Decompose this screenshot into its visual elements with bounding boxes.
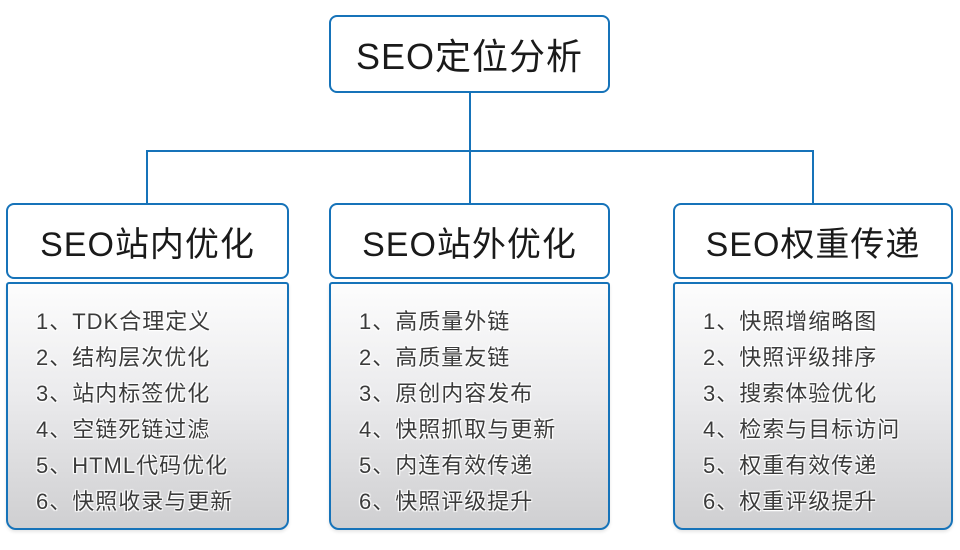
branch-item-list: 1、高质量外链 2、高质量友链 3、原创内容发布 4、快照抓取与更新 5、内连有… — [329, 282, 610, 530]
branch-header: SEO站内优化 — [6, 203, 289, 279]
connector-root-vertical — [469, 92, 471, 152]
branch-title: SEO站外优化 — [362, 225, 577, 264]
branch-header: SEO权重传递 — [673, 203, 953, 279]
list-item: 6、快照收录与更新 — [36, 489, 234, 514]
list-item: 3、站内标签优化 — [36, 381, 211, 406]
branch-offsite-optimization: SEO站外优化 1、高质量外链 2、高质量友链 3、原创内容发布 4、快照抓取与… — [329, 203, 610, 530]
list-item: 4、检索与目标访问 — [703, 417, 901, 442]
connector-left-drop — [146, 150, 148, 205]
list-item: 4、快照抓取与更新 — [359, 417, 557, 442]
connector-right-drop — [812, 150, 814, 205]
list-item: 4、空链死链过滤 — [36, 417, 211, 442]
list-item: 3、搜索体验优化 — [703, 381, 878, 406]
branch-header: SEO站外优化 — [329, 203, 610, 279]
branch-title: SEO站内优化 — [40, 225, 255, 264]
connector-horizontal-rail — [146, 150, 814, 152]
branch-item-list: 1、TDK合理定义 2、结构层次优化 3、站内标签优化 4、空链死链过滤 5、H… — [6, 282, 289, 530]
list-item: 5、HTML代码优化 — [36, 453, 229, 478]
list-item: 1、高质量外链 — [359, 309, 511, 334]
list-item: 6、快照评级提升 — [359, 489, 534, 514]
branch-weight-transfer: SEO权重传递 1、快照增缩略图 2、快照评级排序 3、搜索体验优化 4、检索与… — [673, 203, 953, 530]
list-item: 3、原创内容发布 — [359, 381, 534, 406]
list-item: 2、快照评级排序 — [703, 345, 878, 370]
root-node-title: SEO定位分析 — [355, 36, 584, 77]
list-item: 1、快照增缩略图 — [703, 309, 878, 334]
root-node: SEO定位分析 — [329, 15, 610, 93]
connector-middle-drop — [469, 150, 471, 205]
list-item: 6、权重评级提升 — [703, 489, 878, 514]
list-item: 5、内连有效传递 — [359, 453, 534, 478]
list-item: 2、高质量友链 — [359, 345, 511, 370]
list-item: 5、权重有效传递 — [703, 453, 878, 478]
branch-onsite-optimization: SEO站内优化 1、TDK合理定义 2、结构层次优化 3、站内标签优化 4、空链… — [6, 203, 289, 530]
branch-title: SEO权重传递 — [705, 225, 921, 264]
list-item: 1、TDK合理定义 — [36, 309, 212, 334]
list-item: 2、结构层次优化 — [36, 345, 211, 370]
branch-item-list: 1、快照增缩略图 2、快照评级排序 3、搜索体验优化 4、检索与目标访问 5、权… — [673, 282, 953, 530]
